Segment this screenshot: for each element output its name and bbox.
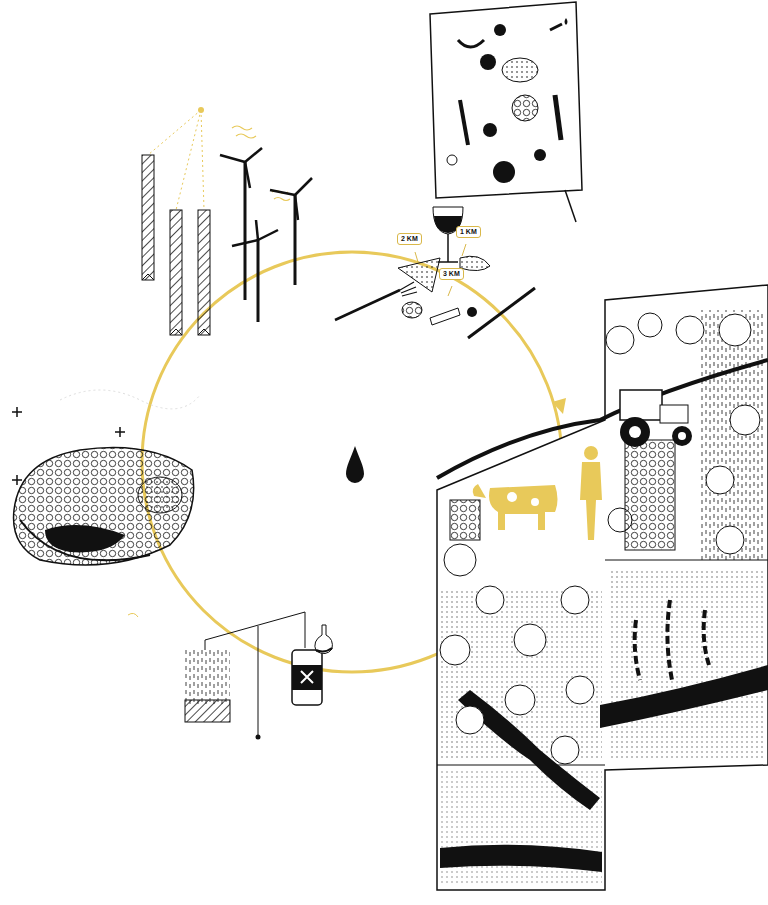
distance-tag: 2 KM [397,233,422,245]
energy-group [142,107,312,335]
water-drop [346,446,364,483]
lab-testing [128,612,332,740]
farm-landscape [437,285,768,890]
distance-tag: 1 KM [456,226,481,238]
wild-island [12,390,200,565]
produce-board [430,2,582,222]
distance-tag: 3 KM [439,268,464,280]
cycle-arrowhead [552,398,566,414]
meal [335,207,535,338]
